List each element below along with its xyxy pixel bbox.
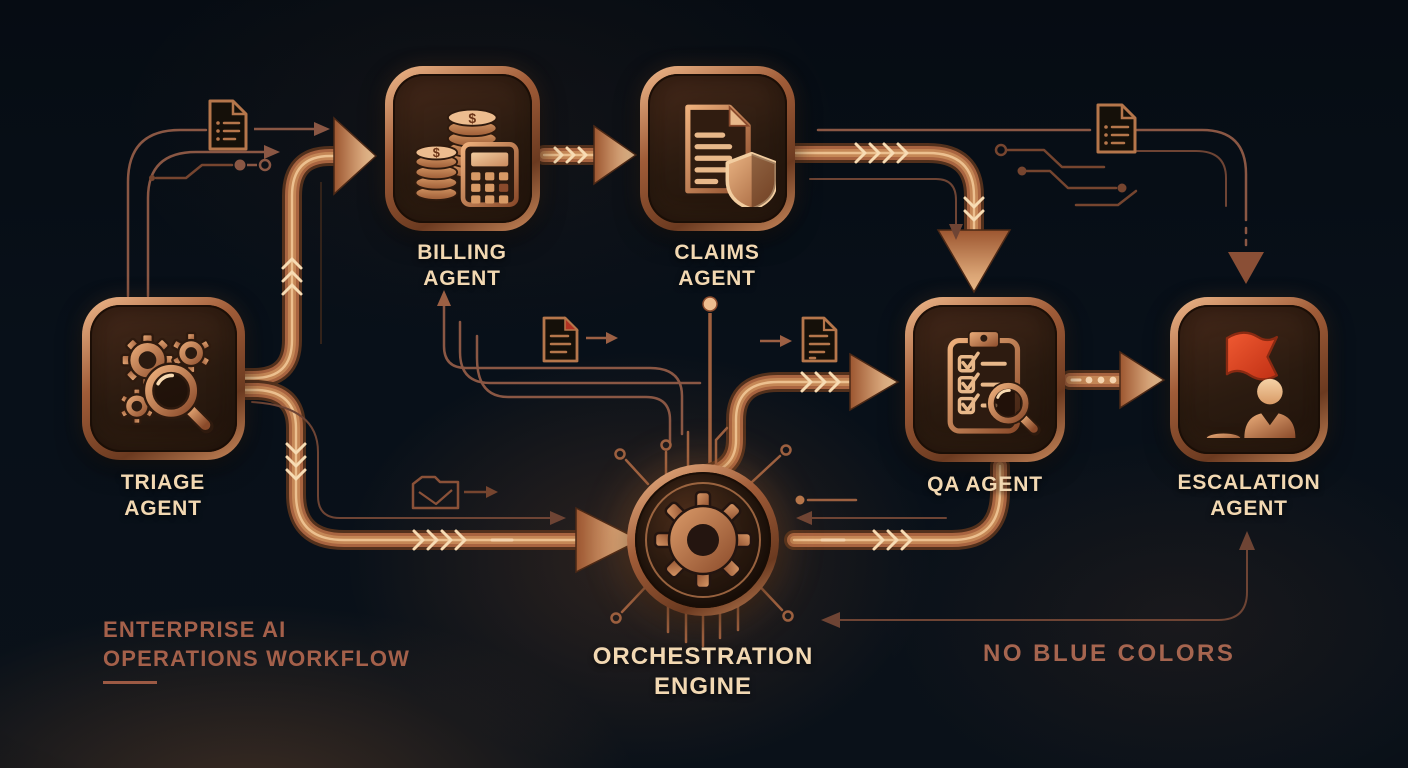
arrowhead-into-engine (575, 506, 642, 574)
circuit-trace-top-right (994, 143, 1138, 207)
small-arrow-mid-left (586, 332, 618, 344)
qa-to-engine-pipe (794, 466, 1000, 551)
chevron-dots (553, 146, 588, 164)
document-icon-top-right (1096, 103, 1137, 154)
node-billing-agent: $ $ (385, 66, 540, 231)
gear-circuit-icon (645, 482, 761, 598)
node-label-qa: QA AGENT (927, 473, 1043, 496)
checklist-magnifier-icon (947, 329, 1041, 436)
document-icon-top-left (208, 99, 248, 151)
arrowhead-up-into-billing (437, 290, 451, 306)
node-label-claims: CLAIMS AGENT (674, 241, 760, 291)
engine-to-qa-pipe (706, 352, 900, 474)
mid-decor (411, 316, 838, 510)
orchestration-engine-node (627, 464, 779, 616)
engine-to-billing-feedback (437, 290, 702, 444)
arrowhead-left (821, 612, 840, 628)
claims-to-qa-pipe (796, 128, 1092, 294)
svg-text:$: $ (432, 145, 439, 160)
thin-branch-down-arrow (809, 178, 963, 240)
thin-arrow-upper (254, 122, 330, 136)
engine-label: ORCHESTRATION ENGINE (592, 643, 814, 700)
claims-to-engine-line (702, 296, 718, 466)
qa-to-escalation-arrow (1070, 350, 1166, 410)
chevrons-up (281, 257, 303, 296)
coins-calculator-icon: $ $ (414, 108, 519, 207)
thin-parallel-arrow (251, 401, 566, 525)
node-label-escalation: ESCALATION AGENT (1177, 471, 1321, 521)
svg-text:$: $ (468, 109, 476, 125)
diagram-caption: ENTERPRISE AI OPERATIONS WORKFLOW (103, 616, 410, 673)
arrowhead-into-qa-top (936, 229, 1012, 294)
top-left-decor (126, 99, 330, 298)
folder-mail-icon (411, 475, 460, 510)
triage-to-billing-pipe (244, 116, 378, 378)
circuit-trace-top-left (149, 158, 272, 181)
red-flag (1225, 331, 1278, 381)
arrowhead-into-claims (593, 124, 638, 186)
chevrons-right (412, 529, 514, 551)
thin-left-arrow (796, 511, 947, 525)
small-arrow-folder (464, 486, 498, 498)
chevrons-right (854, 142, 909, 164)
arrowhead-into-escalation (1119, 350, 1166, 410)
thin-arrow-lower (146, 145, 280, 298)
document-icon-mid-right (801, 316, 838, 363)
thin-curve-1 (126, 128, 208, 298)
node-label-triage: TRIAGE AGENT (120, 471, 206, 521)
arrowhead-up (1239, 531, 1255, 550)
watermark-text: NO BLUE COLORS (983, 640, 1236, 667)
node-triage-agent (82, 297, 245, 460)
caption-underline (103, 681, 157, 684)
feed-to-escalation-lines (1135, 128, 1264, 284)
document-icon-mid-left (542, 316, 579, 363)
chevrons-down (285, 442, 307, 481)
arrowhead-into-qa (849, 352, 900, 412)
chevrons (820, 529, 913, 551)
billing-to-claims-arrow (544, 124, 638, 186)
caption-line-2: OPERATIONS WORKFLOW (103, 645, 411, 671)
top-right-decor (994, 103, 1138, 207)
small-arrow-mid-right (760, 335, 792, 347)
chevrons-down (963, 196, 985, 222)
flag-person-icon (1205, 331, 1296, 438)
caption-line-1: ENTERPRISE AI (103, 617, 287, 642)
escalation-to-engine-feedback (821, 531, 1255, 628)
document-shield-icon (684, 104, 776, 207)
node-dot (702, 296, 718, 312)
node-claims-agent (640, 66, 795, 231)
node-qa-agent (905, 297, 1065, 462)
gears-magnifier-icon (118, 331, 214, 433)
arrowhead-into-escalation-top (1228, 252, 1264, 284)
chevrons-right (800, 371, 841, 393)
triage-to-engine-pipe (244, 182, 642, 574)
node-escalation-agent (1170, 297, 1328, 462)
arrowhead-into-billing (333, 116, 378, 196)
node-label-billing: BILLING AGENT (417, 241, 507, 291)
